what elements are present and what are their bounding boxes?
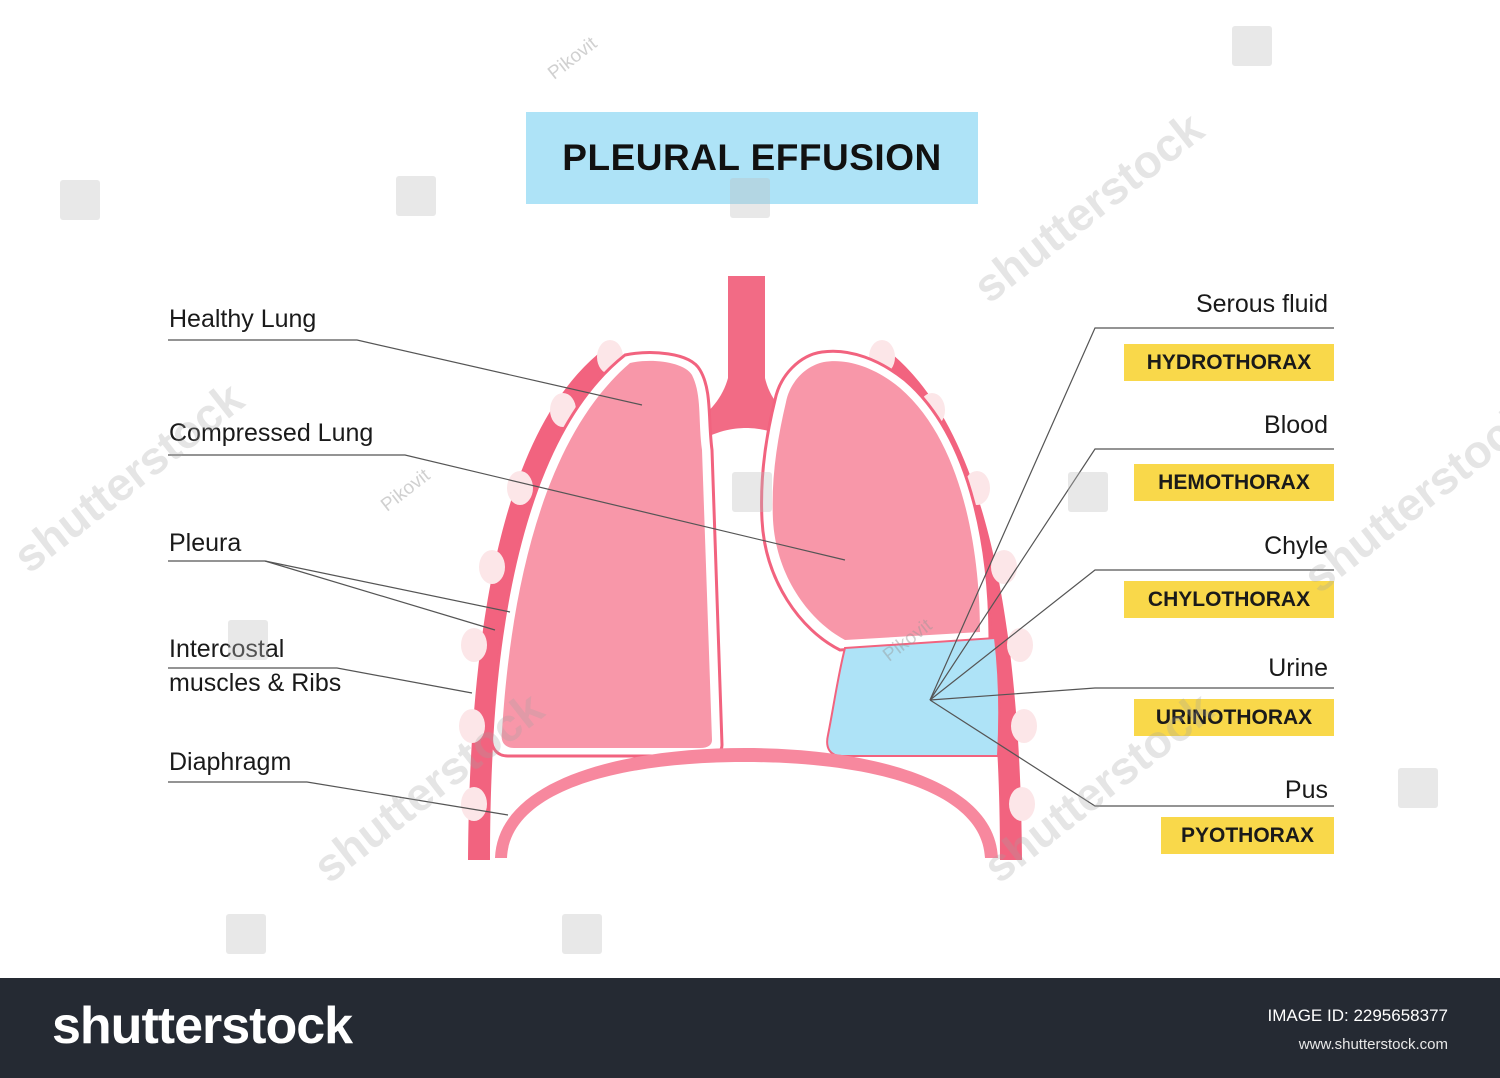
rib-bone xyxy=(1007,628,1033,662)
leader-line-blood xyxy=(929,448,1334,701)
leader-line-compressed-lung xyxy=(168,454,846,561)
label-intercostal-line1: Intercostal xyxy=(169,635,285,663)
condition-tag-chylothorax: CHYLOTHORAX xyxy=(1124,581,1334,618)
leader-line-pleura xyxy=(168,560,511,613)
label-healthy-lung: Healthy Lung xyxy=(169,305,317,333)
healthy-lung xyxy=(501,360,712,748)
leader-line-pleura-2 xyxy=(264,560,496,631)
leader-line-pus xyxy=(929,699,1334,807)
left-leader-lines xyxy=(168,339,846,816)
fluid-label-urine: Urine xyxy=(1268,654,1328,682)
footer-logo: shutterstock xyxy=(52,997,353,1055)
lung-illustration xyxy=(168,276,1334,860)
label-diaphragm: Diaphragm xyxy=(169,748,292,776)
leader-line-serous xyxy=(929,327,1334,701)
diaphragm xyxy=(495,748,998,858)
rib-bone xyxy=(991,550,1017,584)
label-compressed-lung: Compressed Lung xyxy=(169,419,374,447)
compressed-lung xyxy=(772,361,980,640)
diagram-canvas: PLEURAL EFFUSION xyxy=(3,26,1500,954)
rib-bone xyxy=(461,787,487,821)
label-intercostal-line2: muscles & Ribs xyxy=(169,669,342,697)
fluid-label-blood: Blood xyxy=(1264,411,1328,439)
page-title: PLEURAL EFFUSION xyxy=(562,137,942,178)
rib-bone xyxy=(1009,787,1035,821)
label-pleura: Pleura xyxy=(169,529,242,557)
fluid-label-pus: Pus xyxy=(1284,776,1328,804)
rib-bone xyxy=(459,709,485,743)
leader-line-urine xyxy=(929,687,1334,701)
footer-bar: shutterstock IMAGE ID: 2295658377 www.sh… xyxy=(0,978,1500,1078)
condition-tag-urinothorax: URINOTHORAX xyxy=(1134,699,1334,736)
fluid-label-serous: Serous fluid xyxy=(1195,290,1328,318)
condition-tag-pyothorax: PYOTHORAX xyxy=(1161,817,1334,854)
leader-line-diaphragm xyxy=(168,781,509,816)
condition-tag-hydrothorax: HYDROTHORAX xyxy=(1124,344,1334,381)
condition-tag-hemothorax: HEMOTHORAX xyxy=(1134,464,1334,501)
trachea xyxy=(690,276,802,440)
fluid-label-chyle: Chyle xyxy=(1264,532,1328,560)
rib-bone xyxy=(507,471,533,505)
title-banner: PLEURAL EFFUSION xyxy=(526,112,978,204)
right-leader-lines xyxy=(929,327,1334,807)
footer-url: www.shutterstock.com xyxy=(1298,1036,1448,1053)
rib-bone xyxy=(461,628,487,662)
pleural-fluid xyxy=(826,636,1001,757)
leader-line-intercostal xyxy=(168,667,473,694)
rib-bone xyxy=(1011,709,1037,743)
leader-line-chyle xyxy=(929,569,1334,701)
footer-image-id: IMAGE ID: 2295658377 xyxy=(1267,1006,1448,1025)
rib-bone xyxy=(479,550,505,584)
leader-line-healthy-lung xyxy=(168,339,643,406)
